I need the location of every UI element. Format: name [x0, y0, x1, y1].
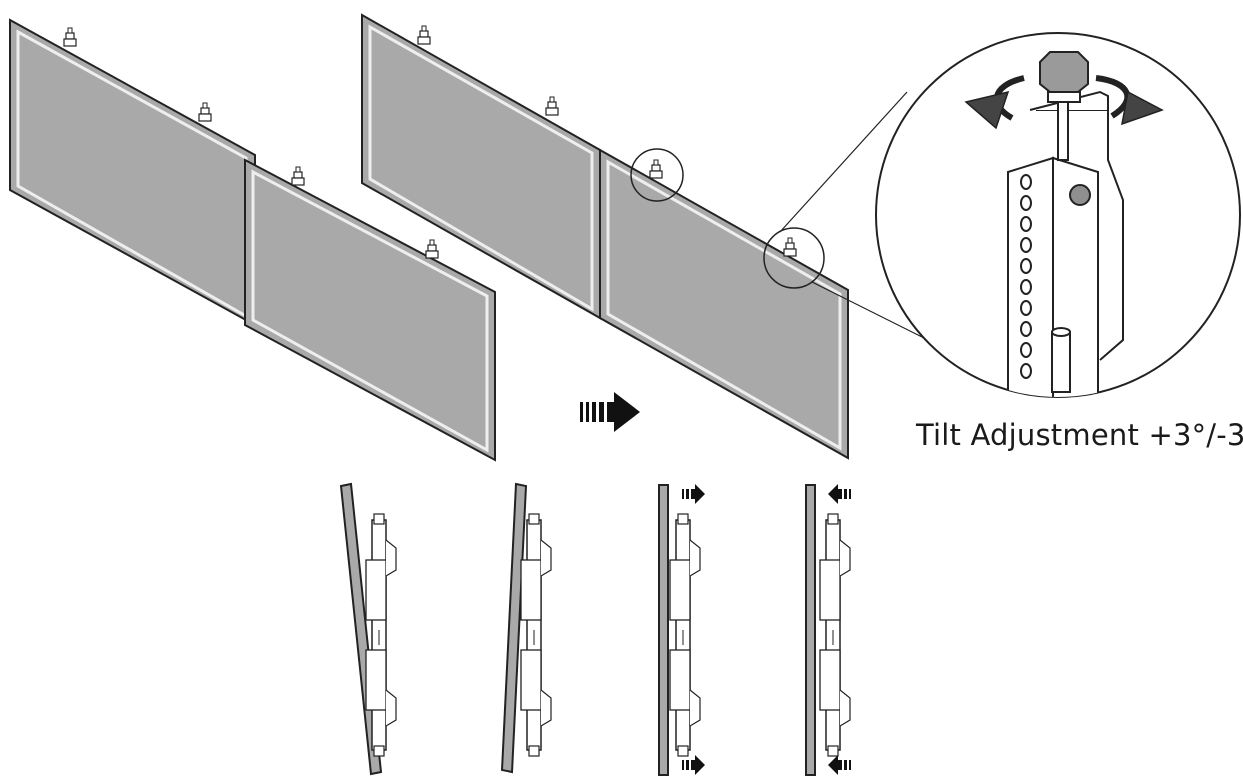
tilt-detail-magnified: [875, 32, 1241, 398]
side-views: [339, 482, 851, 776]
mount-bolt-icon: [649, 159, 663, 179]
mount-bolt-icon: [291, 166, 305, 186]
mount-bolt-icon: [198, 102, 212, 122]
side-view-plumb: [658, 484, 705, 776]
display-panel: [599, 148, 849, 460]
arrow-right-icon: [580, 392, 640, 432]
arrow-left-icon: [828, 755, 851, 775]
panels-before-adjustment: [9, 18, 496, 462]
tilt-adjustment-caption: Tilt Adjustment +3°/-3°: [916, 418, 1243, 452]
panels-after-adjustment: [361, 13, 849, 460]
arrow-left-icon: [828, 484, 851, 504]
mount-bolt-icon: [425, 239, 439, 259]
rotate-arrows-icon: [964, 75, 1164, 130]
arrow-right-icon: [682, 484, 705, 504]
arrow-right-icon: [682, 755, 705, 775]
side-view-plumb: [805, 484, 851, 776]
detail-callout-circle: [763, 227, 825, 289]
mount-bolt-icon: [417, 25, 431, 45]
mount-bolt-icon: [545, 96, 559, 116]
side-view-tilted: [339, 482, 397, 776]
mount-bolt-icon: [63, 27, 77, 47]
side-view-tilted: [500, 482, 552, 774]
display-panel: [244, 158, 496, 462]
detail-callout-circle: [630, 148, 684, 202]
display-panel: [9, 18, 256, 327]
mount-bolt-icon: [783, 237, 797, 257]
